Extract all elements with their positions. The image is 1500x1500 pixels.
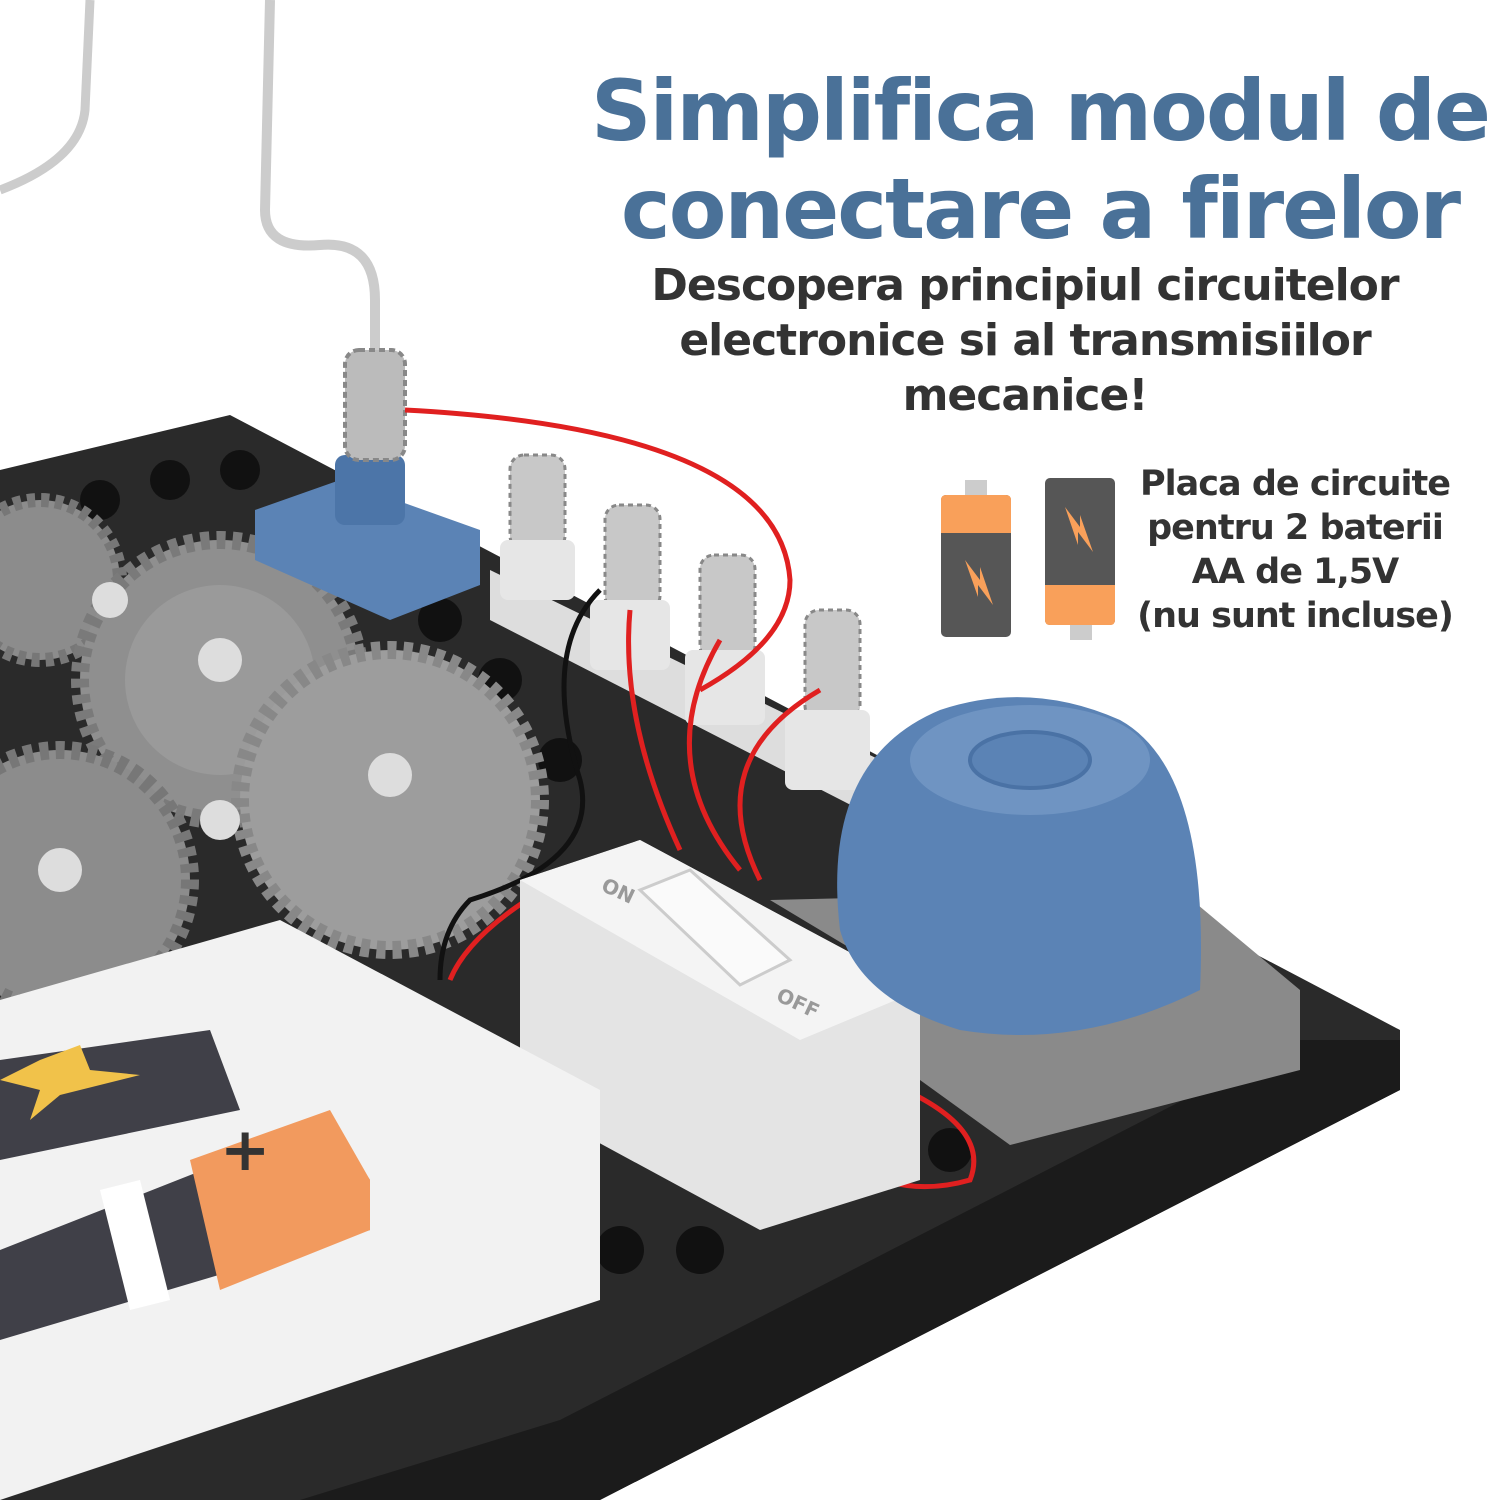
spring-terminals xyxy=(508,453,862,722)
battery-icon-left xyxy=(941,480,1011,637)
battery-note-line-2: pentru 2 baterii xyxy=(1147,508,1444,548)
blue-connector-post xyxy=(335,455,405,525)
battery-icons xyxy=(941,478,1115,640)
headline-line-2: conectare a firelor xyxy=(620,160,1461,258)
hanging-wire-left xyxy=(0,0,95,195)
subheadline-line-3: mecanice! xyxy=(902,370,1149,421)
headline-line-1: Simplifica modul de xyxy=(591,62,1491,160)
switch-lever xyxy=(637,868,793,987)
battery-note-line-3: AA de 1,5V xyxy=(1191,552,1399,592)
subheadline-line-1: Descopera principiul circuitelor xyxy=(651,260,1399,311)
aa-batteries: + xyxy=(0,1030,370,1340)
board-edge xyxy=(300,1040,1400,1500)
spring-plug xyxy=(343,348,407,462)
battery-icon-right xyxy=(1045,478,1115,640)
black-wires xyxy=(437,588,602,981)
headline: Simplifica modul de conectare a firelor xyxy=(560,62,1500,258)
battery-note-line-4: (nu sunt incluse) xyxy=(1137,596,1454,636)
battery-note-line-1: Placa de circuite xyxy=(1140,464,1451,504)
blue-connector-base xyxy=(255,480,480,620)
gears xyxy=(0,493,549,1019)
subheadline-line-2: electronice si al transmisiilor xyxy=(679,315,1371,366)
hanging-wire-right xyxy=(259,0,380,360)
battery-requirement-note: Placa de circuite pentru 2 baterii AA de… xyxy=(1120,462,1470,638)
subheadline: Descopera principiul circuitelor electro… xyxy=(600,258,1450,423)
svg-text:+: + xyxy=(220,1115,270,1185)
